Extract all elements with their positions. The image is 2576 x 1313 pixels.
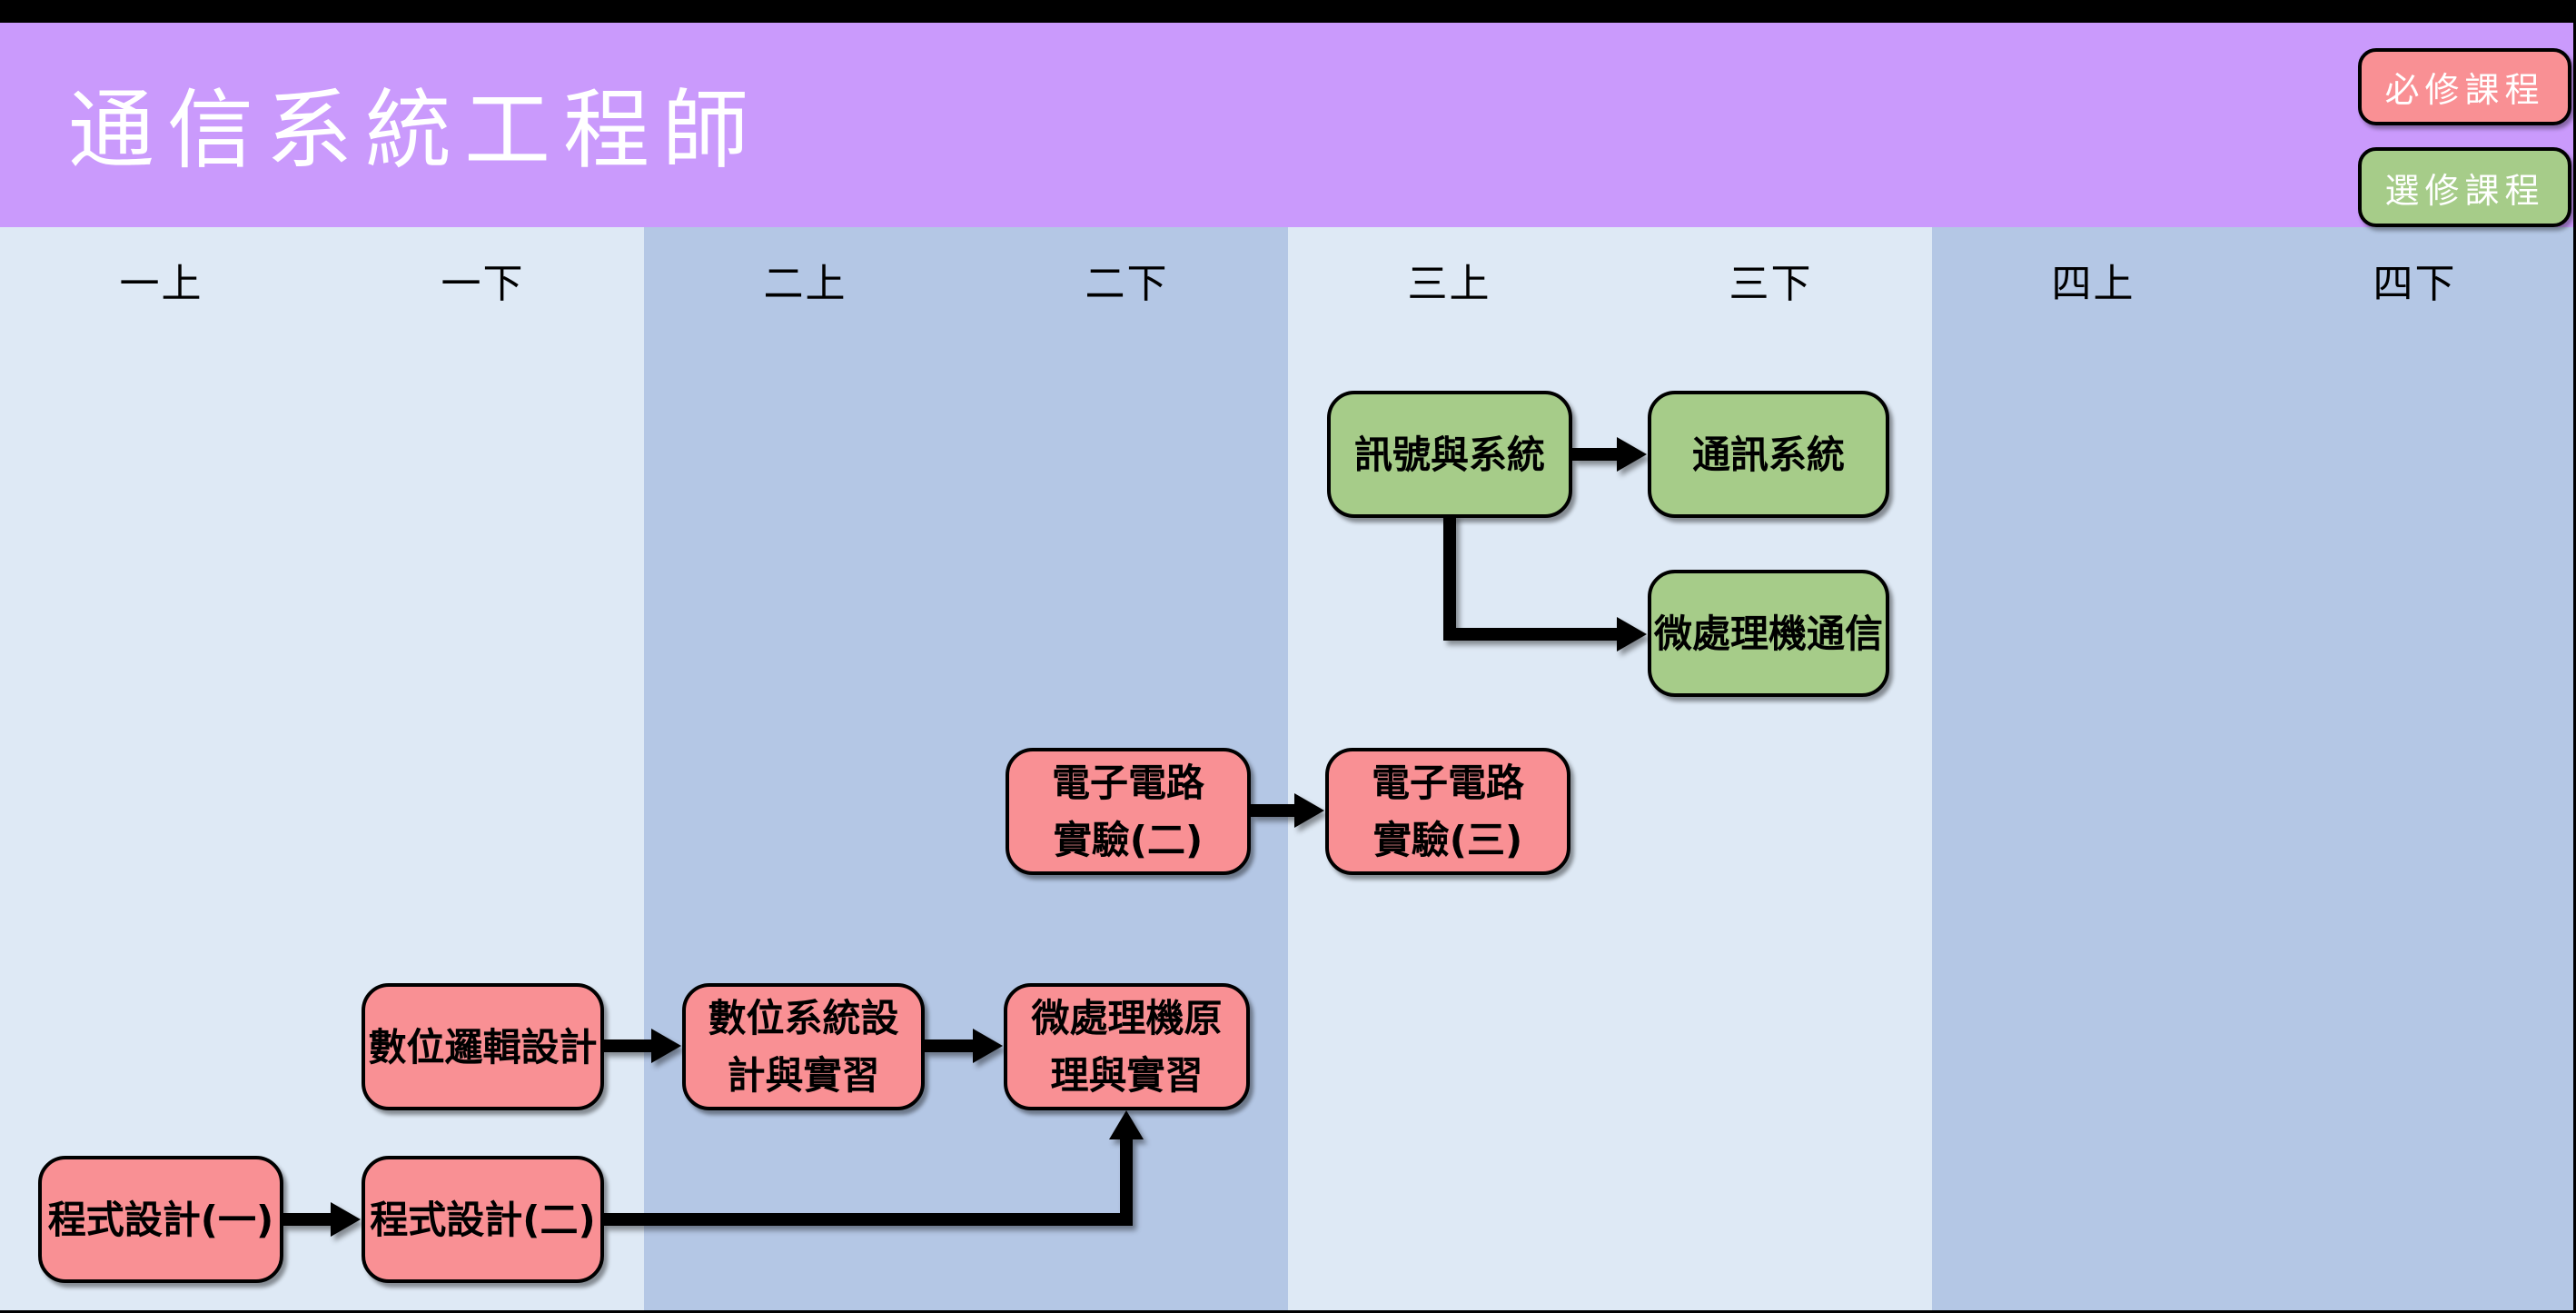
column-header-6: 三下 [1729, 261, 1813, 307]
course-label: 訊號與系統 [1353, 432, 1545, 477]
course-digital-logic-design[interactable]: 數位邏輯設計 [362, 983, 604, 1110]
column-header-2: 一下 [441, 261, 525, 307]
course-label-line1: 微處理機原 [1031, 996, 1223, 1040]
course-label-line2: 理與實習 [1050, 1053, 1204, 1098]
course-label: 程式設計(一) [47, 1197, 274, 1242]
course-label-line2: 實驗(三) [1372, 818, 1523, 862]
legend-elective-button[interactable]: 選修課程 [2358, 147, 2571, 227]
column-group-year1 [0, 227, 644, 1313]
course-digital-system-design-practice[interactable]: 數位系統設 計與實習 [682, 983, 925, 1110]
column-header-8: 四下 [2373, 261, 2457, 307]
legend-required-button[interactable]: 必修課程 [2358, 48, 2571, 125]
course-programming-2[interactable]: 程式設計(二) [362, 1156, 604, 1283]
course-label-line2: 計與實習 [727, 1053, 880, 1098]
course-label: 程式設計(二) [370, 1197, 596, 1242]
top-black-bar [0, 0, 2576, 23]
course-electronic-circuit-lab-2[interactable]: 電子電路 實驗(二) [1006, 748, 1251, 875]
column-header-4: 二下 [1085, 261, 1169, 307]
course-label: 通訊系統 [1691, 432, 1845, 477]
column-group-year4 [1932, 227, 2576, 1313]
course-label-line1: 電子電路 [1371, 761, 1524, 805]
course-label: 微處理機通信 [1653, 611, 1883, 656]
bottom-black-edge [0, 1310, 2576, 1313]
course-label-line1: 電子電路 [1051, 761, 1204, 805]
legend-elective-label: 選修課程 [2384, 170, 2545, 211]
course-label-line2: 實驗(二) [1053, 818, 1204, 862]
course-label: 數位邏輯設計 [368, 1024, 598, 1069]
page-title: 通信系統工程師 [68, 81, 762, 181]
course-signals-and-systems[interactable]: 訊號與系統 [1327, 391, 1572, 518]
header-banner: 通信系統工程師 必修課程 選修課程 [0, 23, 2576, 227]
course-communication-systems[interactable]: 通訊系統 [1648, 391, 1889, 518]
column-header-5: 三上 [1407, 261, 1491, 307]
course-electronic-circuit-lab-3[interactable]: 電子電路 實驗(三) [1325, 748, 1570, 875]
course-microprocessor-communication[interactable]: 微處理機通信 [1648, 570, 1889, 697]
course-programming-1[interactable]: 程式設計(一) [38, 1156, 283, 1283]
right-black-edge [2573, 0, 2576, 1313]
semester-grid [0, 227, 2576, 1313]
column-header-3: 二上 [763, 261, 847, 307]
column-header-7: 四上 [2051, 261, 2135, 307]
course-microprocessor-principles-practice[interactable]: 微處理機原 理與實習 [1004, 983, 1250, 1110]
course-label-line1: 數位系統設 [708, 996, 899, 1040]
column-header-1: 一上 [119, 261, 203, 307]
legend-required-label: 必修課程 [2384, 70, 2545, 110]
